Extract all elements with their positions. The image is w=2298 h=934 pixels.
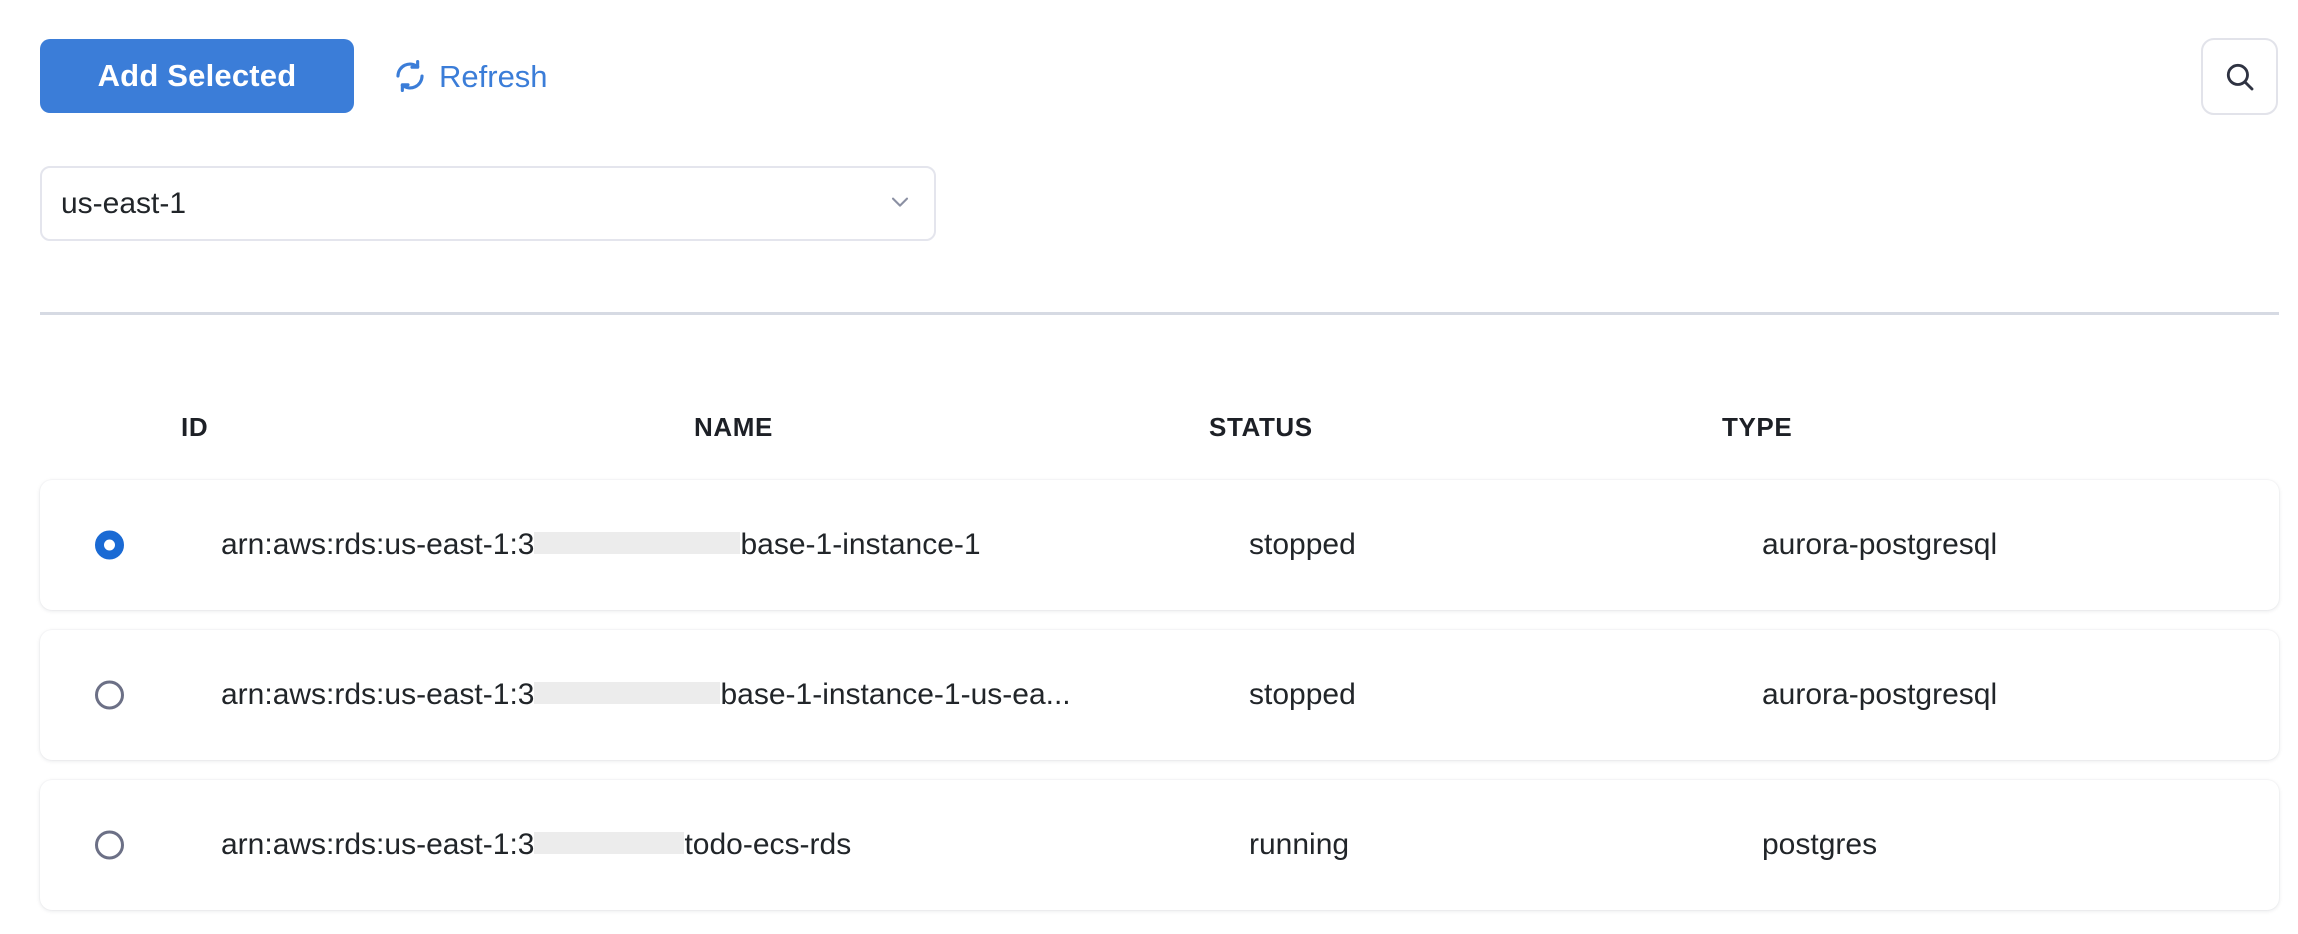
refresh-label: Refresh	[439, 58, 548, 94]
cell-id: arn:aws:rds:us-east-1:3 base-1-instance-1	[221, 530, 981, 560]
cell-type: aurora-postgresql	[1762, 678, 1998, 711]
cell-type: aurora-postgresql	[1762, 528, 1998, 561]
cell-status: stopped	[1249, 678, 1356, 711]
column-header-status: STATUS	[1209, 412, 1313, 442]
row-radio[interactable]	[95, 830, 124, 860]
redaction-block	[534, 832, 685, 855]
row-radio[interactable]	[95, 680, 124, 710]
cell-type: postgres	[1762, 828, 1878, 861]
column-header-type: TYPE	[1722, 412, 1793, 442]
arn-prefix: arn:aws:rds:us-east-1:3	[221, 528, 535, 561]
arn-text: arn:aws:rds:us-east-1:3 base-1-instance-1…	[221, 680, 1071, 710]
arn-text: arn:aws:rds:us-east-1:3 base-1-instance-1	[221, 530, 981, 560]
section-divider	[40, 312, 2279, 315]
refresh-button[interactable]: Refresh	[393, 39, 548, 113]
table-row[interactable]: arn:aws:rds:us-east-1:3 todo-ecs-rds runn…	[40, 780, 2279, 910]
table-row[interactable]: arn:aws:rds:us-east-1:3 base-1-instance-1…	[40, 630, 2279, 760]
row-radio[interactable]	[95, 530, 124, 560]
arn-prefix: arn:aws:rds:us-east-1:3	[221, 678, 535, 711]
search-icon	[2222, 59, 2258, 95]
redaction-block	[534, 682, 721, 705]
cell-status: stopped	[1249, 528, 1356, 561]
redaction-block	[534, 532, 741, 555]
region-select-value: us-east-1	[61, 187, 187, 220]
arn-prefix: arn:aws:rds:us-east-1:3	[221, 828, 535, 861]
arn-text: arn:aws:rds:us-east-1:3 todo-ecs-rds	[221, 830, 851, 860]
table-row[interactable]: arn:aws:rds:us-east-1:3 base-1-instance-1…	[40, 480, 2279, 610]
cell-id: arn:aws:rds:us-east-1:3 todo-ecs-rds	[221, 830, 851, 860]
column-header-name: NAME	[694, 412, 773, 442]
column-header-id: ID	[181, 412, 209, 442]
arn-suffix: base-1-instance-1-us-ea...	[720, 678, 1071, 711]
region-select[interactable]: us-east-1	[40, 166, 936, 241]
toolbar: Add Selected Refresh	[0, 0, 2298, 150]
search-button[interactable]	[2201, 38, 2278, 115]
cell-id: arn:aws:rds:us-east-1:3 base-1-instance-1…	[221, 680, 1071, 710]
arn-suffix: todo-ecs-rds	[684, 828, 852, 861]
table-header-row: ID NAME STATUS TYPE	[0, 412, 2298, 454]
cell-status: running	[1249, 828, 1350, 861]
arn-suffix: base-1-instance-1	[740, 528, 981, 561]
add-selected-button[interactable]: Add Selected	[40, 39, 354, 113]
chevron-down-icon	[886, 187, 914, 220]
refresh-icon	[393, 59, 427, 93]
